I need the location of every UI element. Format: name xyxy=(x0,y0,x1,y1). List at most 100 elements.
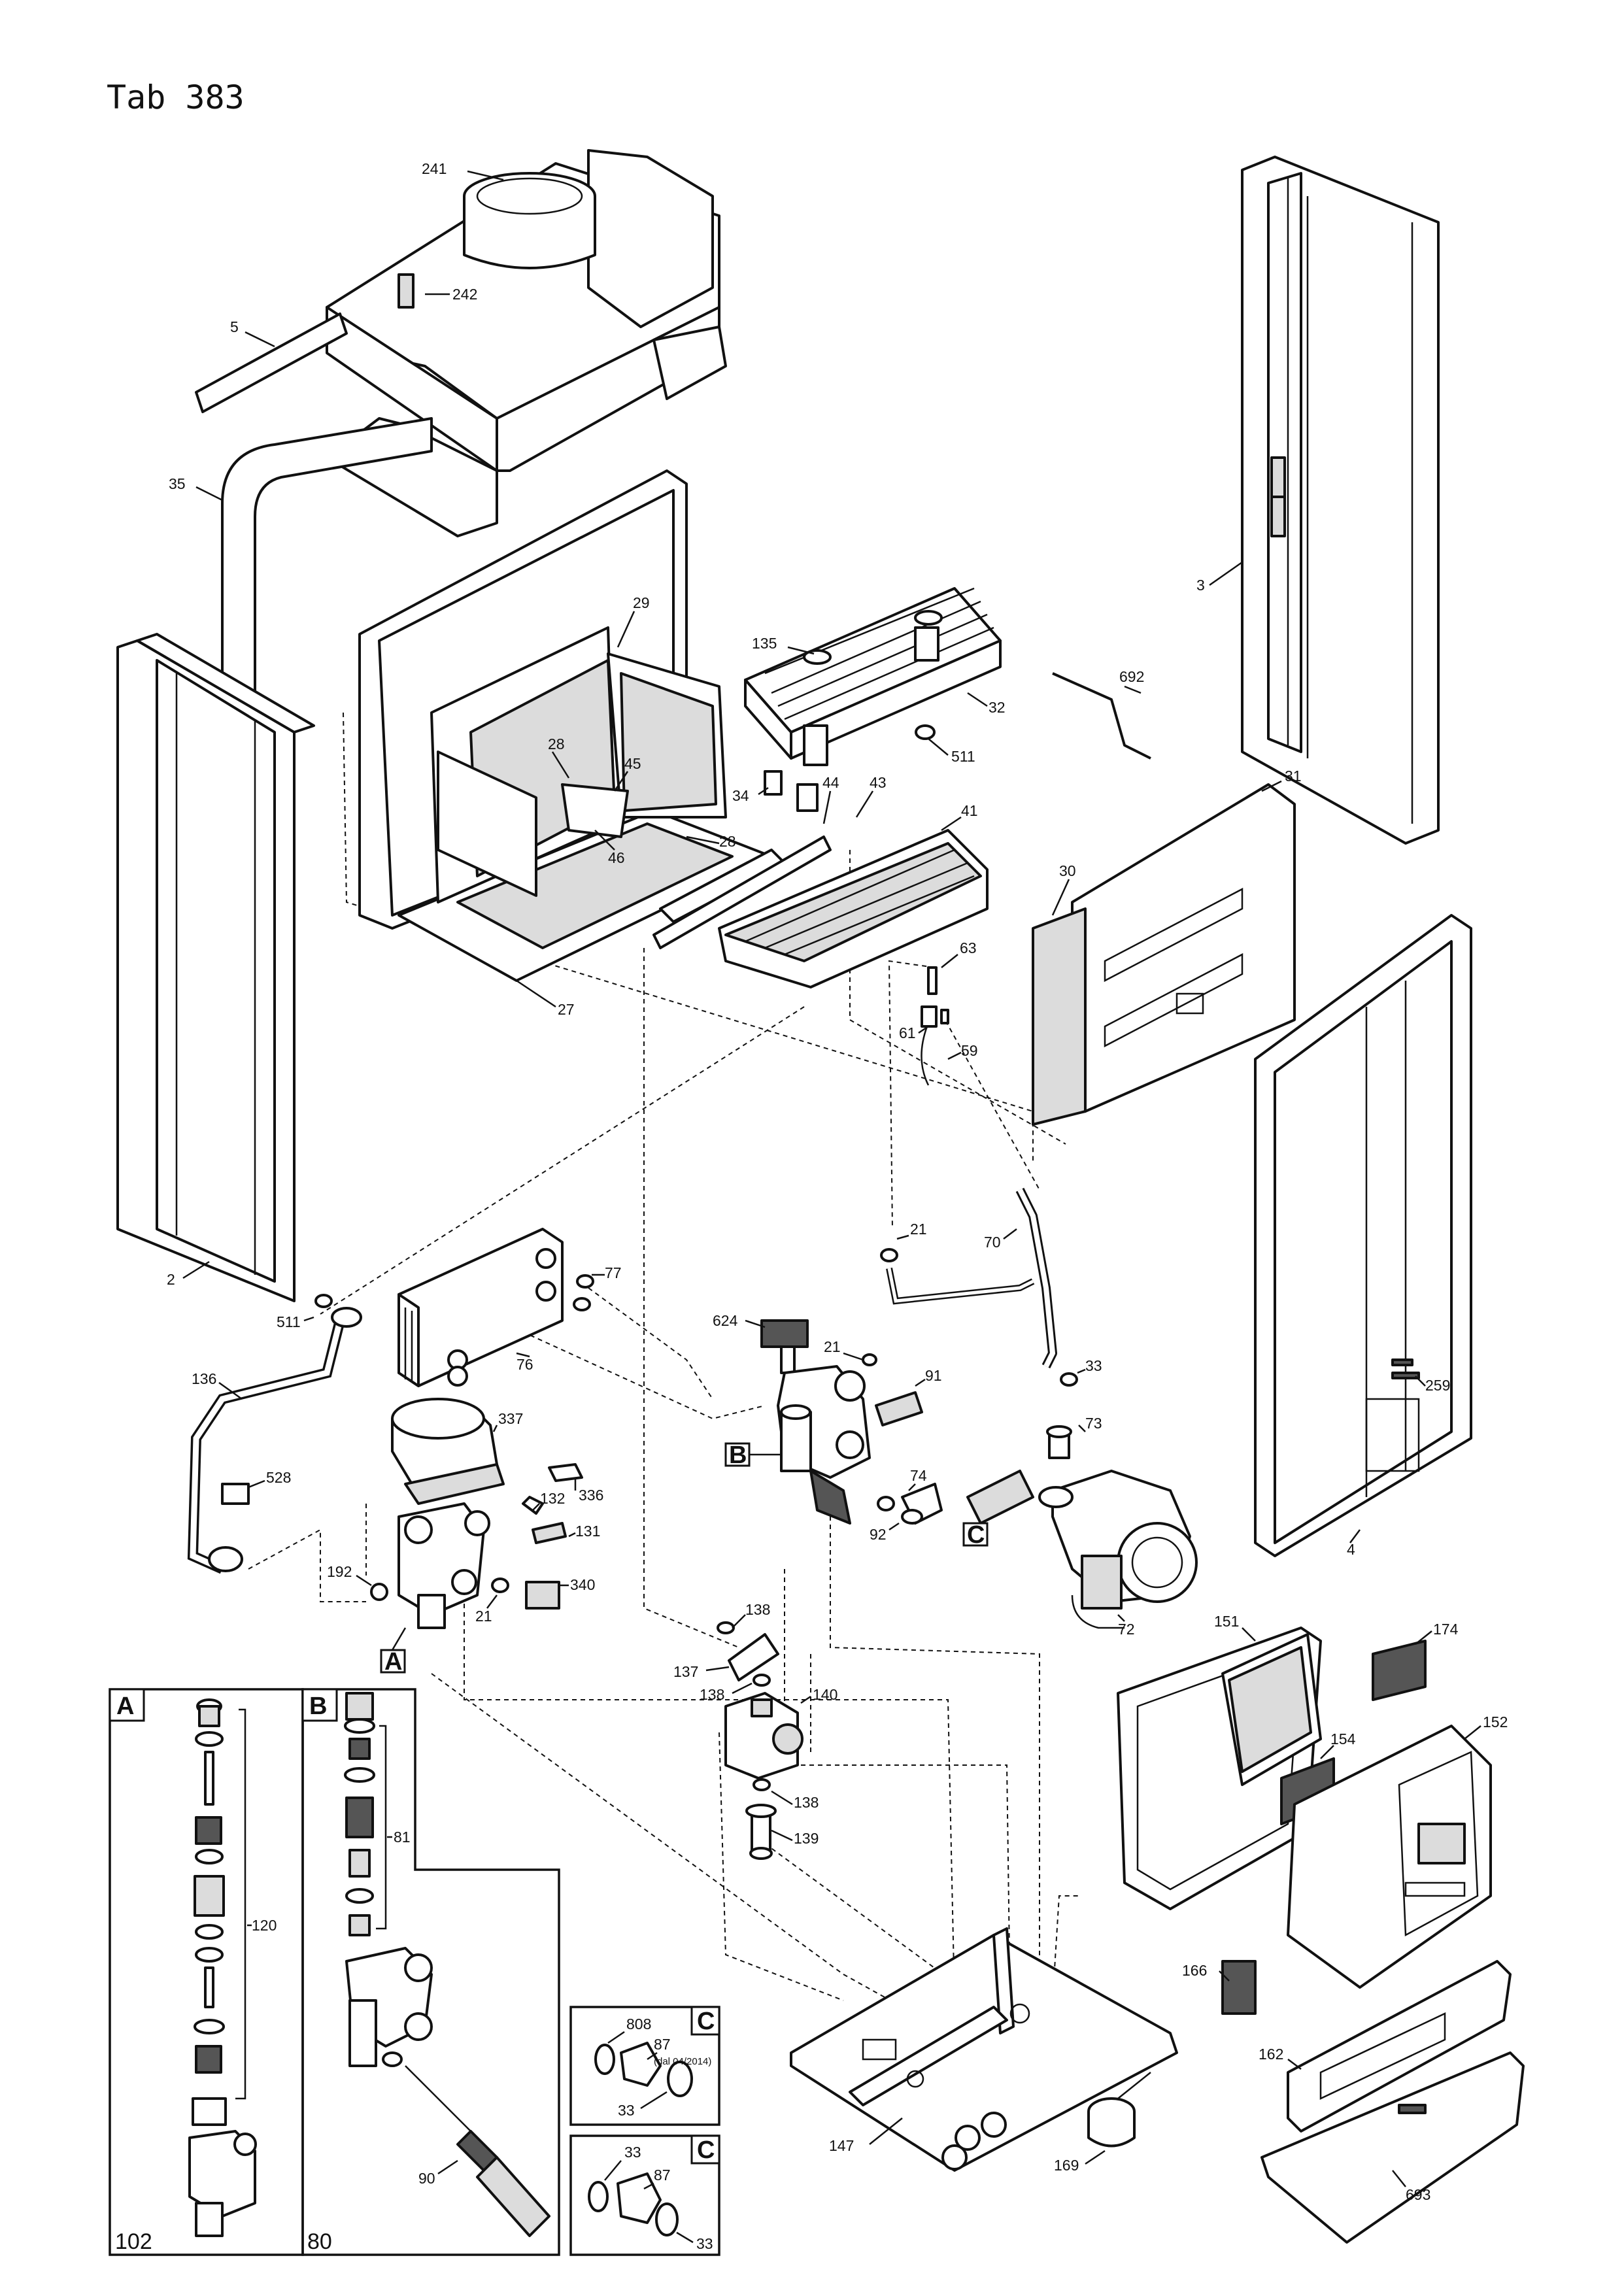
label-340: 340 xyxy=(570,1576,595,1593)
label-511a: 511 xyxy=(951,748,975,765)
label-33d: 33 xyxy=(696,2235,713,2252)
label-528: 528 xyxy=(266,1469,291,1486)
label-34: 34 xyxy=(732,787,749,804)
label-28a: 28 xyxy=(548,735,565,752)
label-31: 31 xyxy=(1285,767,1302,784)
label-46: 46 xyxy=(608,849,625,866)
label-87b: 87 xyxy=(654,2167,671,2184)
label-137: 137 xyxy=(673,1663,698,1680)
label-87a: 87 xyxy=(654,2036,671,2053)
label-61: 61 xyxy=(899,1024,916,1041)
gas-valve-140 xyxy=(717,1621,804,1860)
label-33c: 33 xyxy=(624,2144,641,2161)
label-45: 45 xyxy=(624,755,641,772)
label-76: 76 xyxy=(516,1356,533,1373)
label-3: 3 xyxy=(1196,577,1205,594)
label-138c: 138 xyxy=(794,1794,819,1811)
label-120: 120 xyxy=(252,1917,277,1934)
label-21a: 21 xyxy=(910,1221,927,1238)
burner-41 xyxy=(652,829,989,988)
inset-b: B 80 xyxy=(301,1688,560,2256)
label-77: 77 xyxy=(605,1264,622,1281)
side-panel-2 xyxy=(116,633,315,1302)
electrodes-63-61 xyxy=(921,966,949,1086)
control-box xyxy=(1117,1627,1492,2015)
plate-exchanger-76 xyxy=(398,1228,594,1387)
tag-b-main-text: B xyxy=(729,1442,747,1469)
label-33a: 33 xyxy=(1085,1357,1102,1374)
label-91: 91 xyxy=(925,1367,942,1384)
table-title: Tab 383 xyxy=(107,78,245,116)
label-32: 32 xyxy=(989,699,1006,716)
label-138b: 138 xyxy=(700,1686,724,1703)
label-73: 73 xyxy=(1085,1415,1102,1432)
label-336: 336 xyxy=(579,1487,603,1504)
label-74: 74 xyxy=(910,1467,927,1484)
label-59: 59 xyxy=(961,1042,978,1059)
inset-a-tag: A xyxy=(116,1693,134,1720)
pipe-70-branch xyxy=(887,1268,1034,1303)
label-166: 166 xyxy=(1182,1962,1207,1979)
label-140: 140 xyxy=(813,1686,837,1703)
pump-72 xyxy=(1038,1425,1198,1629)
tag-b-main xyxy=(724,1442,751,1467)
filter-92 xyxy=(877,1470,1034,1525)
bottom-frame-147 xyxy=(790,1927,1178,2172)
label-5: 5 xyxy=(230,318,239,335)
label-162: 162 xyxy=(1259,2046,1283,2063)
inset-c-lower: C xyxy=(569,2134,720,2256)
inset-b-tag: B xyxy=(309,1693,327,1720)
three-way-valve-b xyxy=(760,1319,923,1525)
label-44: 44 xyxy=(822,774,839,791)
label-28b: 28 xyxy=(719,833,736,850)
label-152: 152 xyxy=(1483,1713,1508,1730)
label-169: 169 xyxy=(1054,2157,1079,2174)
tag-a-main-text: A xyxy=(384,1648,402,1676)
label-139: 139 xyxy=(794,1830,819,1847)
label-80: 80 xyxy=(307,2229,332,2254)
label-241: 241 xyxy=(422,160,447,177)
label-147: 147 xyxy=(829,2137,854,2154)
pipe-136-end xyxy=(331,1307,362,1328)
label-4: 4 xyxy=(1347,1541,1355,1558)
label-21c: 21 xyxy=(475,1608,492,1625)
label-138a: 138 xyxy=(745,1601,770,1618)
nut-21a xyxy=(880,1248,898,1262)
tag-c-main xyxy=(962,1522,989,1547)
label-337: 337 xyxy=(498,1410,523,1427)
pipe-70 xyxy=(1017,1189,1056,1368)
label-33b: 33 xyxy=(618,2102,635,2119)
label-174: 174 xyxy=(1433,1621,1459,1638)
oring-511b xyxy=(314,1294,333,1308)
pipe-136-bottom xyxy=(208,1546,243,1572)
label-135: 135 xyxy=(752,635,777,652)
combustion-chamber-27 xyxy=(358,469,786,982)
tag-c-main-text: C xyxy=(967,1521,985,1549)
label-259: 259 xyxy=(1425,1377,1450,1394)
label-30: 30 xyxy=(1059,862,1076,879)
label-242: 242 xyxy=(452,286,477,303)
label-151: 151 xyxy=(1214,1613,1239,1630)
label-192: 192 xyxy=(327,1563,352,1580)
label-2: 2 xyxy=(167,1271,175,1288)
clip-528 xyxy=(221,1483,250,1505)
label-92: 92 xyxy=(870,1526,887,1543)
rod-692 xyxy=(1052,672,1151,760)
front-panel-4 xyxy=(1254,914,1472,1557)
label-72: 72 xyxy=(1118,1621,1135,1638)
label-808: 808 xyxy=(626,2016,651,2033)
label-81: 81 xyxy=(394,1829,411,1846)
label-63: 63 xyxy=(960,939,977,956)
flue-hood-241 xyxy=(195,149,727,537)
pipe-136 xyxy=(190,1319,343,1572)
label-90: 90 xyxy=(418,2170,435,2187)
oring-33a xyxy=(1060,1372,1078,1387)
label-692: 692 xyxy=(1119,668,1144,685)
label-29: 29 xyxy=(633,594,650,611)
front-display-162 xyxy=(1287,1960,1512,2133)
label-154: 154 xyxy=(1330,1730,1356,1747)
inset-c-upper-tag: C xyxy=(697,2008,715,2035)
label-624: 624 xyxy=(713,1312,738,1329)
label-511b: 511 xyxy=(277,1313,301,1330)
